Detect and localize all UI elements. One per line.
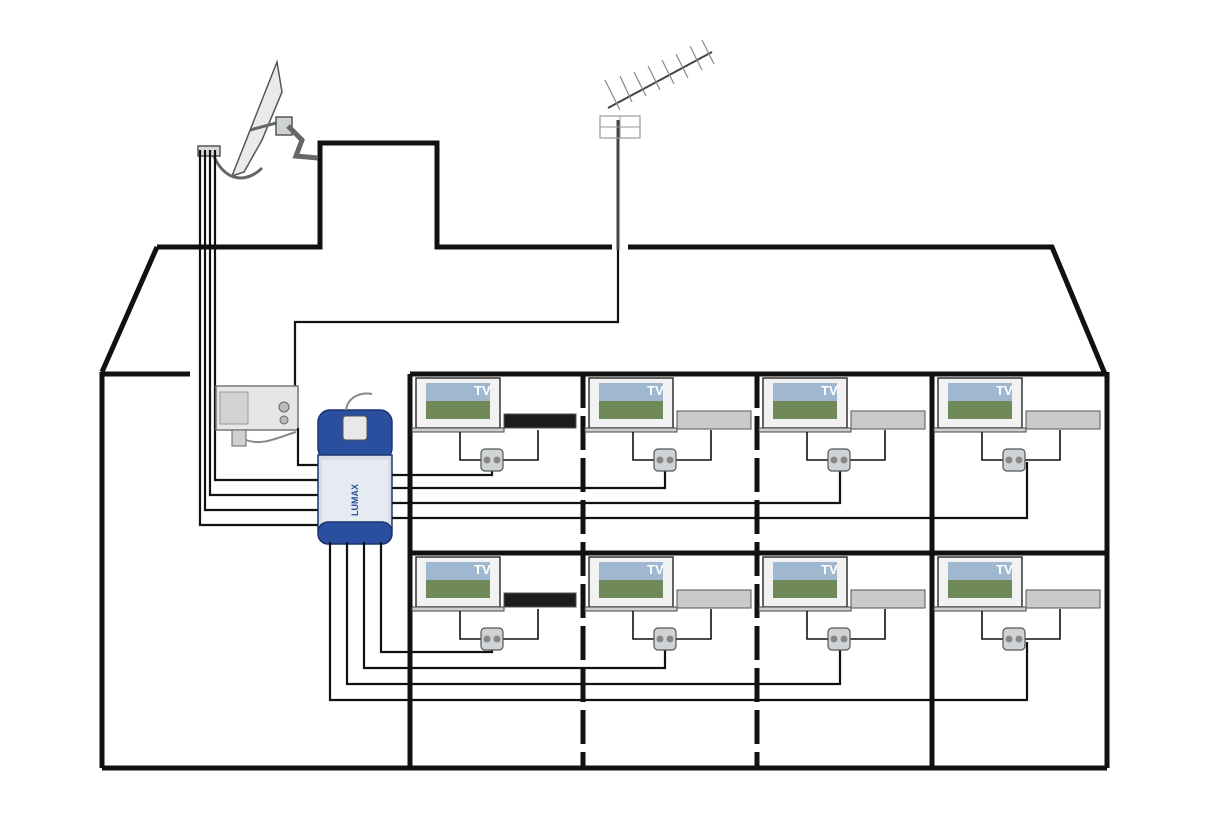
wall-socket-icon [480, 627, 504, 651]
amplifier-icon [215, 385, 299, 447]
wall-socket-icon [827, 627, 851, 651]
receiver-icon [1025, 589, 1101, 609]
tv-icon: TV [758, 377, 852, 433]
apartment-unit: TV [584, 556, 752, 651]
apartment-unit: TV [933, 556, 1101, 651]
multiswitch-icon: LUMAX [317, 392, 393, 545]
apartment-unit: TV [411, 556, 577, 651]
apartment-unit: TV [411, 377, 577, 472]
receiver-icon [850, 589, 926, 609]
tv-icon: TV [411, 556, 505, 612]
receiver-icon [503, 592, 577, 608]
wall-socket-icon [480, 448, 504, 472]
tv-icon: TV [933, 377, 1027, 433]
terrestrial-antenna-icon [599, 39, 715, 250]
tv-label: TV [996, 562, 1013, 577]
receiver-icon [676, 410, 752, 430]
house-outline [99, 140, 1110, 771]
receiver-icon [850, 410, 926, 430]
tv-label: TV [474, 562, 491, 577]
receiver-icon [676, 589, 752, 609]
tv-icon: TV [933, 556, 1027, 612]
receiver-icon [1025, 410, 1101, 430]
apartment-unit: TV [758, 377, 926, 472]
terrestrial-cable [293, 250, 620, 390]
wall-socket-icon [827, 448, 851, 472]
tv-icon: TV [758, 556, 852, 612]
wall-socket-icon [1002, 448, 1026, 472]
apartment-unit: TV [933, 377, 1101, 472]
tv-icon: TV [411, 377, 505, 433]
apartment-unit: TV [758, 556, 926, 651]
wall-socket-icon [653, 448, 677, 472]
tv-label: TV [647, 383, 664, 398]
tv-label: TV [821, 562, 838, 577]
apartment-unit: TV [584, 377, 752, 472]
wall-socket-icon [1002, 627, 1026, 651]
tv-label: TV [996, 383, 1013, 398]
tv-icon: TV [584, 377, 678, 433]
tv-icon: TV [584, 556, 678, 612]
receiver-icon [503, 413, 577, 429]
tv-label: TV [821, 383, 838, 398]
multiswitch-brand: LUMAX [350, 484, 360, 516]
apartments: TV TV TV TV TV TV TV TV [411, 377, 1101, 651]
amplifier-to-multiswitch-cable [296, 428, 318, 467]
tv-label: TV [474, 383, 491, 398]
tv-label: TV [647, 562, 664, 577]
wall-socket-icon [653, 627, 677, 651]
lnb-cables [198, 150, 318, 527]
